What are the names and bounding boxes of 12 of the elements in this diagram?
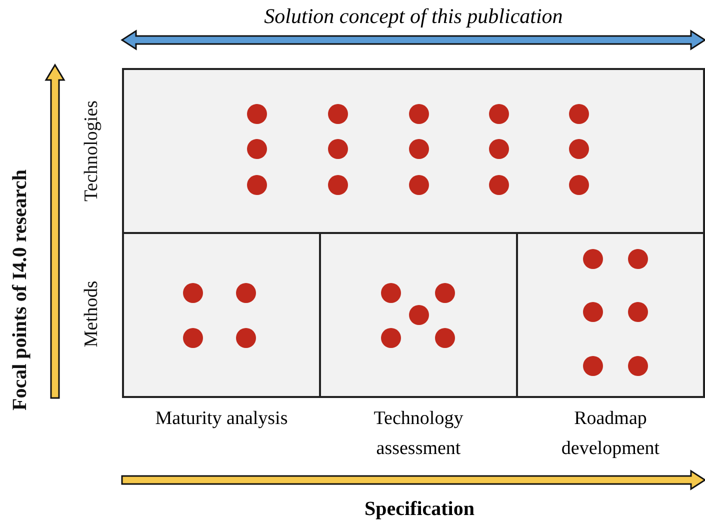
grid-cell xyxy=(122,68,705,234)
diagram-title: Solution concept of this publication xyxy=(263,4,564,29)
column-label: Technology assessment xyxy=(372,407,464,461)
row-heading: Methods xyxy=(80,280,103,350)
column-label: Maturity analysis xyxy=(154,407,289,431)
axis-label: Focal points of I4.0 research xyxy=(8,168,32,412)
grid-cell xyxy=(319,232,518,398)
row-heading: Technologies xyxy=(80,99,103,204)
column-label: Roadmap development xyxy=(560,407,661,461)
grid-cell xyxy=(122,232,321,398)
grid-cell xyxy=(516,232,705,398)
axis-label: Specification xyxy=(364,498,476,521)
